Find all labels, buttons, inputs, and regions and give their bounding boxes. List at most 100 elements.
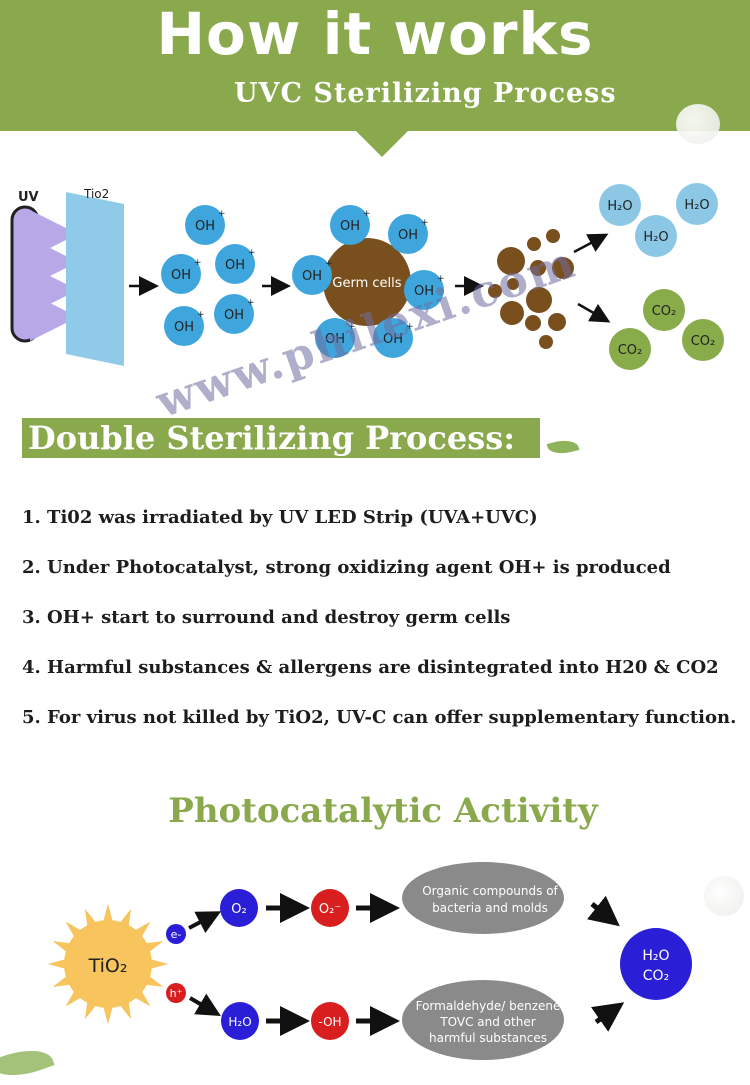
oh-radical: OH + [315,318,356,358]
page-title: How it works [156,0,594,68]
flow-arrow [577,302,611,323]
svg-text:H₂O: H₂O [684,198,709,213]
tio2-panel [66,192,124,366]
co2-molecule: CO₂ [682,319,724,361]
o2-radical: O₂⁻ [311,889,349,927]
formaldehyde-cloud: Formaldehyde/ benzene TOVC and other har… [402,980,564,1060]
step-item: 2. Under Photocatalyst, strong oxidizing… [22,557,671,578]
h2o-molecule: H₂O [221,1002,259,1040]
svg-text:CO₂: CO₂ [652,304,677,319]
electron-badge: e- [166,924,186,944]
svg-text:CO₂: CO₂ [618,343,643,358]
decorative-bubble [676,104,720,144]
oh-radical: OH + [185,205,226,245]
svg-text:+: + [247,298,255,308]
oh-radical: OH + [161,254,202,294]
flow-arrow [188,911,222,934]
svg-text:OH: OH [340,219,360,234]
svg-text:+: + [197,310,205,320]
oh-radical: OH + [330,205,371,245]
oh-radical: OH + [373,318,414,358]
organic-compounds-cloud: Organic compounds of bacteria and molds [402,862,564,934]
flow-arrow [573,233,609,254]
flow-arrow [188,993,221,1017]
oh-radical: OH + [164,306,205,346]
svg-text:OH: OH [171,268,191,283]
svg-text:+: + [348,322,356,332]
svg-text:+: + [363,209,371,219]
svg-text:H₂O: H₂O [228,1015,251,1029]
flow-arrow [591,1002,625,1032]
decorative-bubble [704,876,744,916]
svg-text:OH: OH [325,332,345,347]
oh-radical: OH + [388,214,429,254]
steps-list: 1. Ti02 was irradiated by UV LED Strip (… [22,505,742,755]
svg-text:OH: OH [195,219,215,234]
svg-text:+: + [406,322,414,332]
svg-text:O₂⁻: O₂⁻ [319,902,341,917]
tio2-label: Tio2 [83,187,109,201]
svg-text:H₂O: H₂O [643,230,668,245]
h2o-molecule: H₂O [676,183,718,225]
sun-ray [102,904,114,925]
svg-text:O₂: O₂ [231,902,246,917]
svg-text:OH: OH [398,228,418,243]
flow-arrow [587,895,620,927]
uv-rays [30,210,78,341]
svg-text:OH: OH [174,320,194,335]
uv-label: UV [18,190,39,205]
sun-ray [147,958,168,970]
hydroxyl-radical: -OH [311,1002,349,1040]
svg-text:+: + [437,274,445,284]
svg-text:H₂O: H₂O [607,199,632,214]
section-banner [22,418,540,458]
svg-text:OH: OH [302,269,322,284]
svg-text:harmful substances: harmful substances [429,1031,547,1045]
section-title: Double Sterilizing Process: [28,419,516,457]
germ-fragments [488,229,574,349]
svg-text:OH: OH [414,284,434,299]
svg-text:OH: OH [383,332,403,347]
svg-text:bacteria and molds: bacteria and molds [432,901,548,915]
svg-text:+: + [325,259,333,269]
step-item: 4. Harmful substances & allergens are di… [22,657,719,678]
products-molecule: H₂O CO₂ [620,928,692,1000]
svg-text:-OH: -OH [318,1015,341,1029]
oh-radical: OH + [404,270,445,310]
step-item: 1. Ti02 was irradiated by UV LED Strip (… [22,507,538,528]
tio2-sun-icon [48,904,168,1024]
header-notch [355,130,409,157]
svg-text:e-: e- [171,928,182,941]
svg-text:H₂O: H₂O [642,948,669,964]
oh-radical: OH + [292,255,333,295]
o2-molecule: O₂ [220,889,258,927]
germ-cell [323,238,411,326]
germ-cell-group: Germ cells OH + OH + OH + OH + OH + O [292,205,445,358]
h2o-molecule: H₂O [599,184,641,226]
svg-text:CO₂: CO₂ [691,334,716,349]
sun-ray [48,958,69,970]
step-item: 5. For virus not killed by TiO2, UV-C ca… [22,707,737,728]
svg-text:+: + [248,248,256,258]
step-item: 3. OH+ start to surround and destroy ger… [22,607,511,628]
svg-text:+: + [218,209,226,219]
svg-text:Formaldehyde/ benzene: Formaldehyde/ benzene [416,999,561,1013]
uvc-process-diagram: UV Tio2 OH + OH + OH + OH + [10,183,724,370]
germ-cell-label: Germ cells [332,276,401,291]
svg-text:OH: OH [224,308,244,323]
co2-molecule: CO₂ [609,328,651,370]
photocatalytic-title: Photocatalytic Activity [168,791,598,831]
header-banner [0,0,750,131]
oh-radical: OH + [214,294,255,334]
svg-text:h⁺: h⁺ [170,987,183,1000]
tio2-label: TiO₂ [88,955,128,977]
oh-radical: OH + [215,244,256,284]
svg-text:Organic compounds of: Organic compounds of [422,884,558,898]
h2o-molecule: H₂O [635,215,677,257]
svg-text:OH: OH [225,258,245,273]
svg-text:TOVC and other: TOVC and other [439,1015,535,1029]
oh-radical-group: OH + OH + OH + OH + OH + [161,205,256,346]
svg-text:+: + [421,218,429,228]
hole-badge: h⁺ [166,983,186,1003]
